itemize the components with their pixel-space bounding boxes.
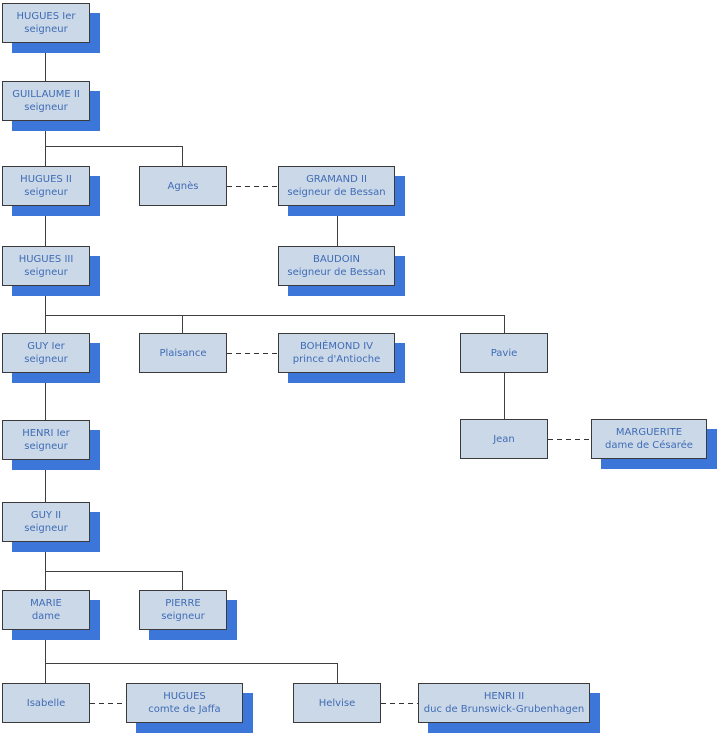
person-name: MARGUERITE	[615, 427, 683, 438]
person-isabelle: Isabelle	[2, 683, 90, 723]
person-title: duc de Brunswick-Grubenhagen	[423, 704, 585, 715]
person-hugues-ii: HUGUES II seigneur	[2, 166, 90, 206]
connector-henri1-guy2	[45, 460, 46, 502]
connector-guillaume2-hugues2	[45, 121, 46, 166]
person-baudoin: BAUDOIN seigneur de Bessan	[278, 246, 395, 286]
person-title: seigneur	[24, 187, 68, 198]
person-guillaume-ii: GUILLAUME II seigneur	[2, 81, 90, 121]
person-name: HUGUES	[163, 691, 206, 702]
marriage-plaisance-bohemond4	[227, 353, 278, 354]
connector-hugues3-guy1	[45, 286, 46, 333]
person-name: HENRI Ier	[22, 428, 70, 439]
connector-branch-pierre	[45, 571, 182, 572]
connector-guy2-marie	[45, 542, 46, 590]
connector-gramand2-baudoin	[337, 206, 338, 246]
connector-drop-agnes	[182, 146, 183, 166]
person-title: dame de Césarée	[605, 440, 693, 451]
person-name: Isabelle	[26, 697, 66, 709]
person-marguerite: MARGUERITE dame de Césarée	[591, 419, 707, 459]
connector-pavie-jean	[504, 373, 505, 419]
person-guy-ier: GUY Ier seigneur	[2, 333, 90, 373]
person-helvise: Helvise	[293, 683, 381, 723]
person-title: seigneur	[24, 354, 68, 365]
person-name: GUY Ier	[27, 341, 65, 352]
person-henri-ier: HENRI Ier seigneur	[2, 420, 90, 460]
person-hugues-iii: HUGUES III seigneur	[2, 246, 90, 286]
connector-branch-row9	[45, 663, 337, 664]
person-title: seigneur de Bessan	[287, 187, 386, 198]
person-guy-ii: GUY II seigneur	[2, 502, 90, 542]
marriage-helvise-henri2	[381, 703, 418, 704]
person-bohemond-iv: BOHÉMOND IV prince d'Antioche	[278, 333, 395, 373]
person-plaisance: Plaisance	[139, 333, 227, 373]
connector-branch-row5	[45, 315, 504, 316]
marriage-isabelle-huguesjaffa	[90, 703, 126, 704]
person-name: Helvise	[318, 697, 356, 709]
person-name: GRAMAND II	[306, 174, 367, 185]
person-name: Plaisance	[159, 347, 207, 359]
connector-drop-pavie	[504, 315, 505, 333]
person-pierre: PIERRE seigneur	[139, 590, 227, 630]
person-name: BAUDOIN	[312, 254, 361, 265]
person-title: seigneur	[24, 24, 68, 35]
person-name: MARIE	[30, 598, 62, 609]
person-name: HUGUES Ier	[16, 11, 76, 22]
person-hugues-ier: HUGUES Ier seigneur	[2, 3, 90, 43]
connector-hugues2-hugues3	[45, 206, 46, 246]
person-title: seigneur	[24, 441, 68, 452]
marriage-agnes-gramand2	[227, 186, 278, 187]
person-title: dame	[31, 611, 61, 622]
person-name: PIERRE	[165, 598, 201, 609]
person-title: seigneur	[24, 523, 68, 534]
connector-drop-plaisance	[182, 315, 183, 333]
connector-drop-helvise	[337, 663, 338, 683]
person-marie: MARIE dame	[2, 590, 90, 630]
person-title: seigneur	[24, 102, 68, 113]
person-name: Jean	[493, 433, 515, 445]
connector-guy1-henri1	[45, 373, 46, 420]
person-title: seigneur de Bessan	[287, 267, 386, 278]
person-name: Pavie	[490, 347, 518, 359]
marriage-jean-marguerite	[548, 439, 591, 440]
connector-branch-agnes	[45, 146, 182, 147]
person-name: Agnès	[167, 180, 199, 192]
person-hugues-jaffa: HUGUES comte de Jaffa	[126, 683, 243, 723]
person-name: HUGUES III	[18, 254, 74, 265]
person-gramand-ii: GRAMAND II seigneur de Bessan	[278, 166, 395, 206]
person-pavie: Pavie	[460, 333, 548, 373]
person-title: prince d'Antioche	[292, 354, 381, 365]
person-title: seigneur	[24, 267, 68, 278]
person-title: seigneur	[161, 611, 205, 622]
connector-marie-isabelle	[45, 630, 46, 683]
connector-hugues1-guillaume2	[45, 43, 46, 81]
person-title: comte de Jaffa	[148, 704, 221, 715]
person-name: HENRI II	[483, 691, 525, 702]
person-name: GUILLAUME II	[12, 89, 80, 100]
person-jean: Jean	[460, 419, 548, 459]
person-name: GUY II	[30, 510, 62, 521]
person-name: BOHÉMOND IV	[299, 341, 374, 352]
person-henri-ii: HENRI II duc de Brunswick-Grubenhagen	[418, 683, 590, 723]
connector-drop-pierre	[182, 571, 183, 590]
person-agnes: Agnès	[139, 166, 227, 206]
person-name: HUGUES II	[20, 174, 72, 185]
